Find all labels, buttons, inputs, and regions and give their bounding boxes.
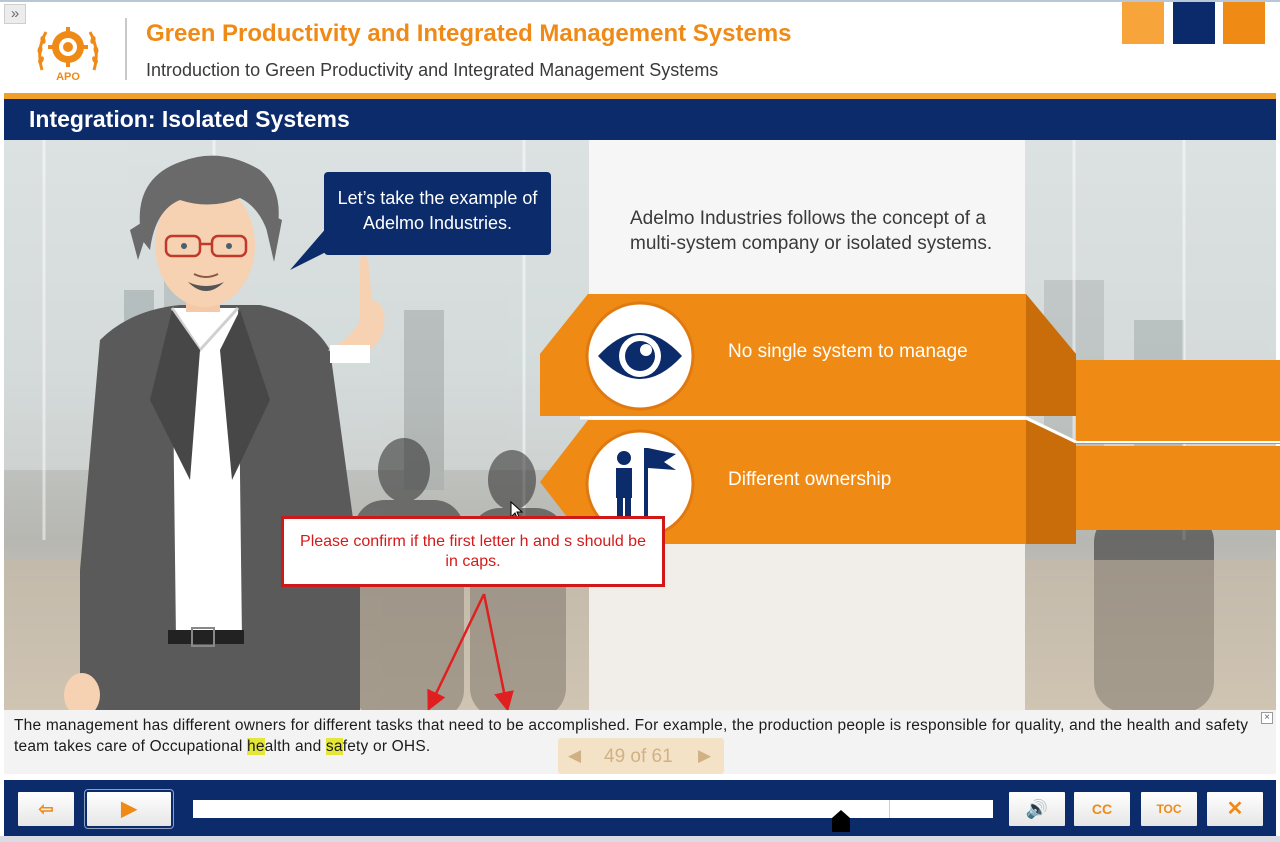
review-callout-text: Please confirm if the first letter h and…: [300, 533, 646, 570]
decor-square-light-orange: [1122, 2, 1164, 44]
apo-logo: APO: [37, 27, 99, 83]
caption-part: The management has different owners for …: [14, 717, 1249, 755]
decor-square-orange: [1223, 2, 1265, 44]
play-button[interactable]: ▶: [84, 789, 174, 829]
caption-part: alth and: [264, 738, 326, 755]
band-label-no-single-system: No single system to manage: [728, 341, 968, 362]
toc-button[interactable]: TOC: [1139, 790, 1199, 828]
course-title: Green Productivity and Integrated Manage…: [146, 20, 792, 47]
caption-highlight-s: sa: [325, 738, 343, 755]
panel-description: Adelmo Industries follows the concept of…: [630, 208, 993, 254]
slide-navigator: [558, 738, 724, 774]
audio-button[interactable]: 🔊: [1007, 790, 1067, 828]
progress-thumb-icon[interactable]: [832, 810, 850, 832]
progress-fill: [193, 800, 890, 818]
speech-bubble-text: Let’s take the example of Adelmo Industr…: [337, 188, 538, 233]
slide-title: Integration: Isolated Systems: [29, 106, 350, 132]
prev-slide-icon[interactable]: ◀: [568, 746, 582, 765]
review-callout-box: [281, 516, 665, 587]
caption-text: The management has different owners for …: [14, 715, 1264, 757]
eye-icon: [585, 301, 695, 411]
window-bottom-strip: [0, 836, 1280, 842]
logo-text: APO: [56, 71, 80, 83]
caption-highlight-h: he: [247, 738, 265, 755]
speech-bubble: [324, 172, 551, 255]
header-divider: [125, 18, 127, 80]
close-button[interactable]: ✕: [1205, 790, 1265, 828]
exit-button[interactable]: ⇦: [16, 790, 76, 828]
course-subtitle: Introduction to Green Productivity and I…: [146, 60, 719, 80]
caption-part: fety or OHS.: [342, 738, 431, 755]
expand-sidebar-icon[interactable]: »: [4, 4, 26, 24]
slide-counter: 49 of 61: [604, 746, 673, 767]
band-label-different-ownership: Different ownership: [728, 469, 892, 490]
caption-close-icon[interactable]: ×: [1261, 712, 1273, 724]
header-accent-rule: [4, 93, 1276, 99]
slide-title-bar: [4, 99, 1276, 140]
callout-arrows: [427, 593, 514, 712]
course-header: [0, 0, 1280, 96]
closed-caption-button[interactable]: CC: [1072, 790, 1132, 828]
presenter-character: [64, 155, 385, 710]
decor-square-navy: [1173, 2, 1215, 44]
next-slide-icon[interactable]: ▶: [698, 746, 712, 765]
